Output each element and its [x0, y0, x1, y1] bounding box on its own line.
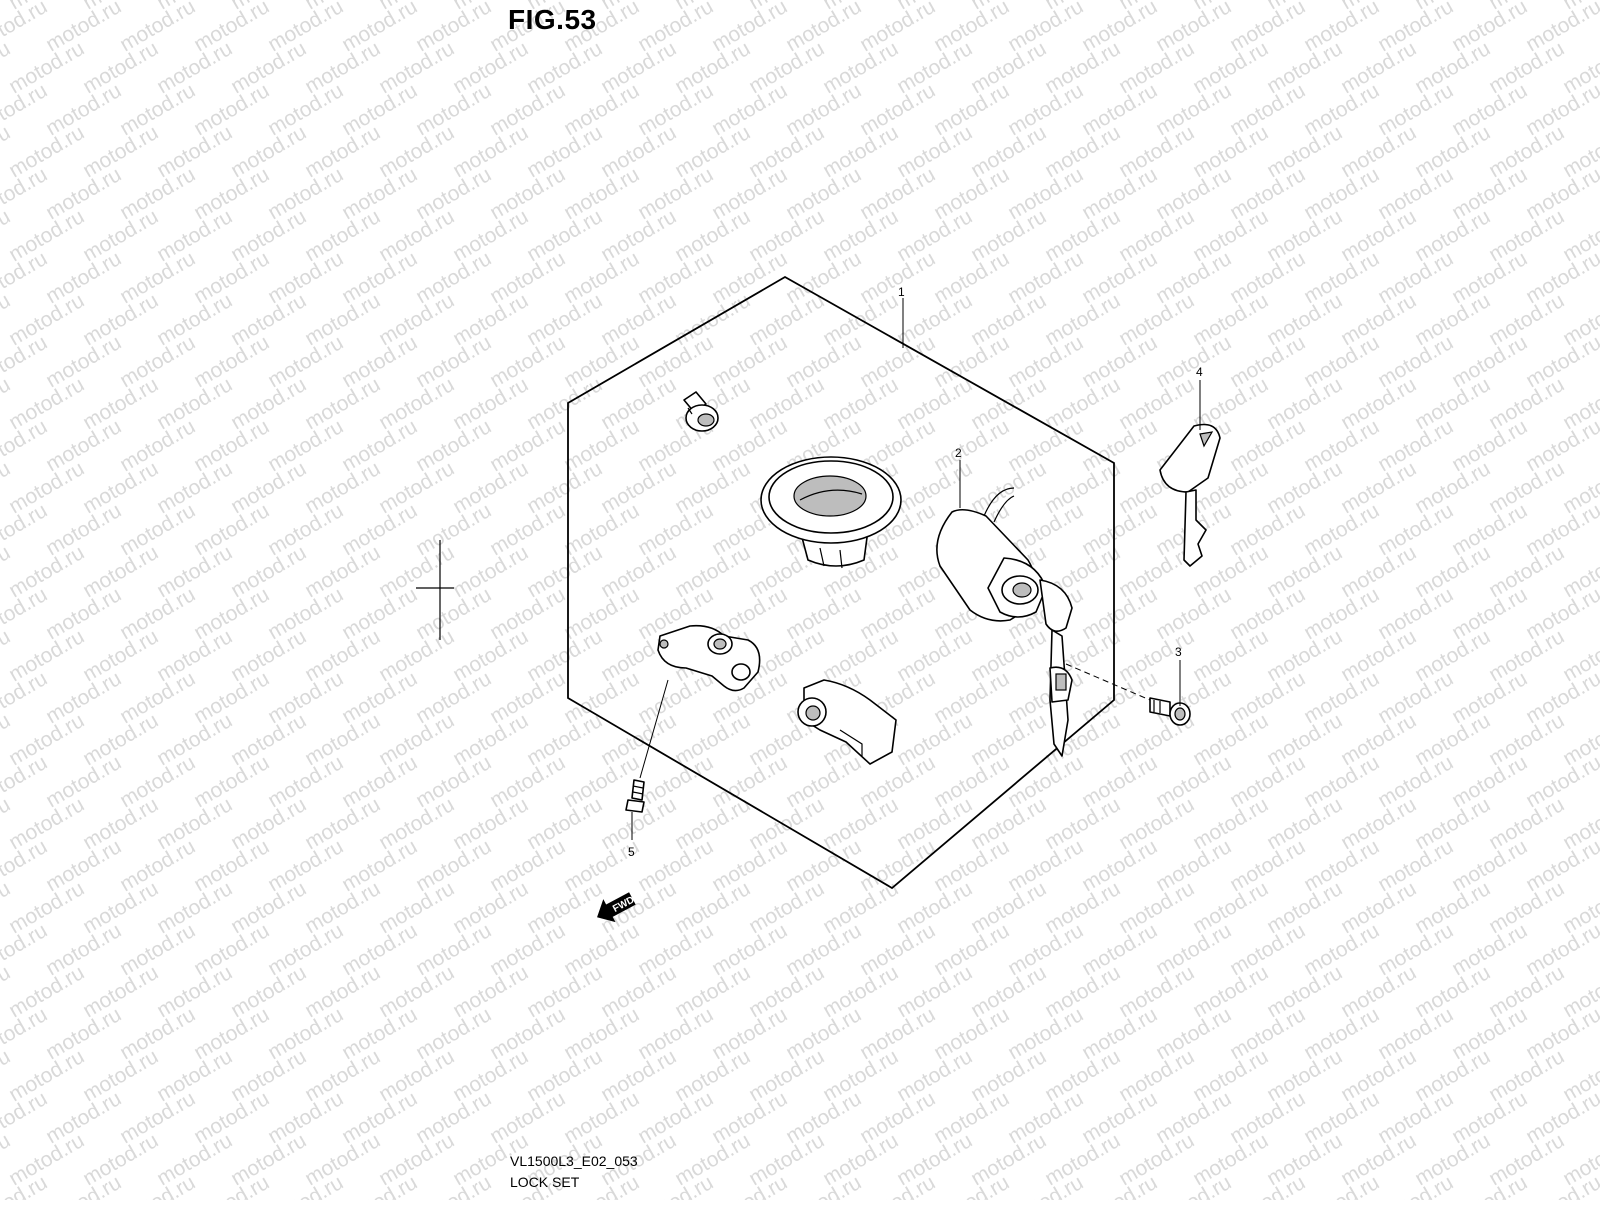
watermark-text: motod.ru [1374, 0, 1457, 56]
ignition-switch-icon [936, 487, 1073, 757]
watermark-text: motod.ru [42, 0, 125, 56]
key-icon [1159, 423, 1221, 567]
kit-outline [567, 275, 1115, 890]
watermark-text: motod.ru [1152, 0, 1235, 56]
watermark-text: motod.ru [1448, 0, 1531, 56]
callout-5: 5 [628, 845, 635, 859]
watermark-text: motod.ru [338, 0, 421, 56]
latch-icon [657, 624, 761, 692]
leader-lines [631, 298, 1201, 840]
watermark-text: motod.ru [1226, 0, 1309, 56]
registration-mark [416, 540, 454, 640]
callout-2: 2 [955, 446, 962, 460]
callout-1: 1 [898, 285, 905, 299]
watermark-text: motod.ru [782, 0, 865, 56]
watermark-text: motod.ru [116, 0, 199, 56]
watermark-text: motod.ru [708, 0, 791, 56]
watermark-text: motod.ru [856, 0, 939, 56]
watermark-text: motod.ru [1078, 0, 1161, 56]
watermark-text: motod.ru [1300, 0, 1383, 56]
watermark-text: motod.ru [634, 0, 717, 56]
small-lock-cylinder-icon [683, 391, 719, 432]
screw-icon [625, 779, 645, 813]
callout-4: 4 [1196, 365, 1203, 379]
seat-lock-icon [797, 679, 897, 765]
fuel-cap-icon [760, 456, 902, 569]
watermark-text: motod.ru [264, 0, 347, 56]
callout-3: 3 [1175, 645, 1182, 659]
watermark-text: motod.ru [190, 0, 273, 56]
figure-title: FIG.53 [508, 4, 597, 35]
watermark-text: motod.ru [930, 0, 1013, 56]
drawing-code: VL1500L3_E02_053 [510, 1153, 638, 1169]
drawing-name: LOCK SET [510, 1174, 580, 1190]
watermark-text: motod.ru [412, 0, 495, 56]
watermark-text: motod.ru [1004, 0, 1087, 56]
